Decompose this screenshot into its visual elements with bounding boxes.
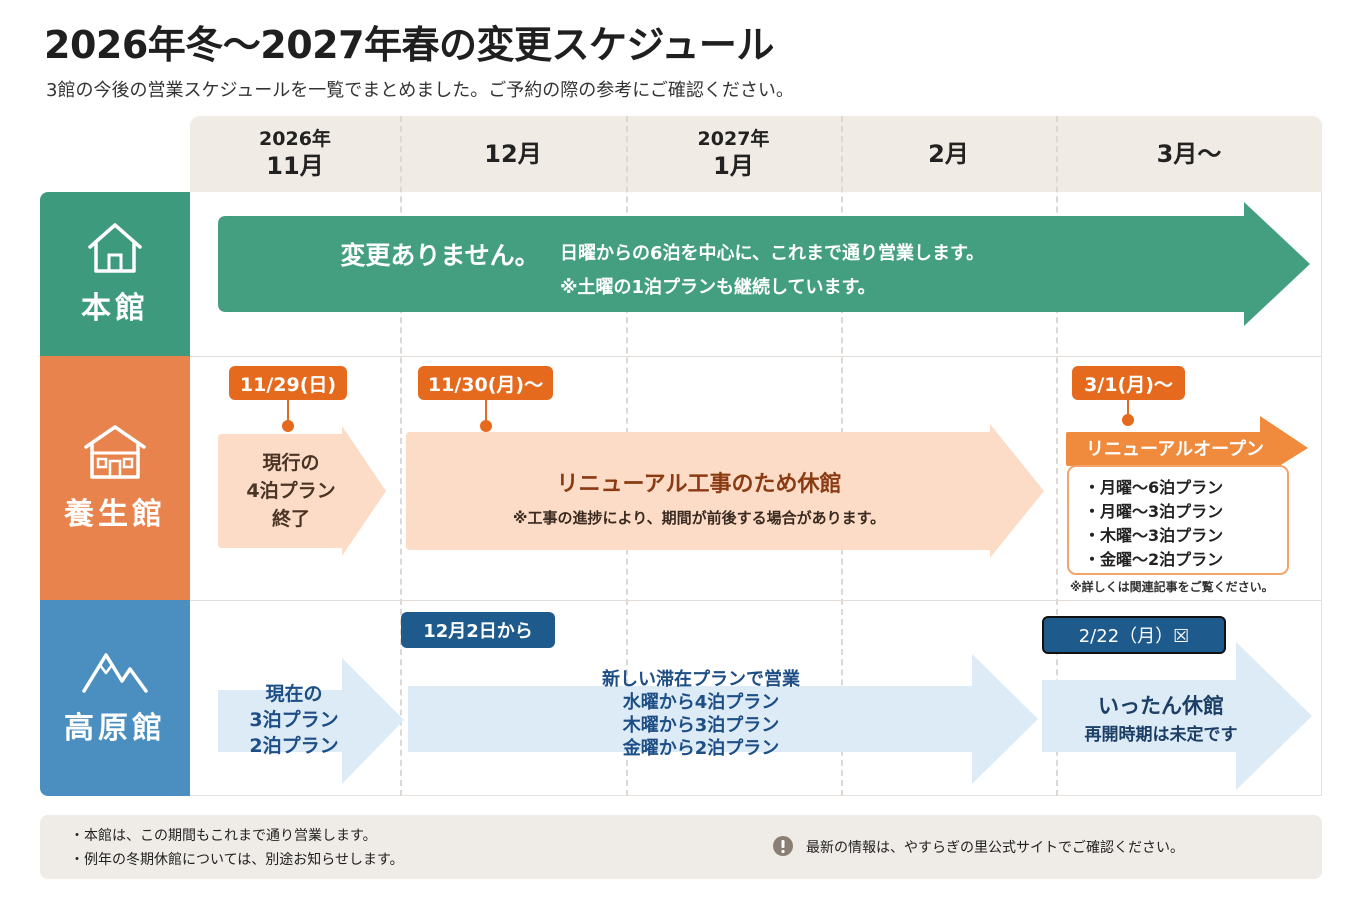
kogenkan-closure-title: いったん休館 xyxy=(1098,694,1224,718)
yojokan-closure-arrow xyxy=(406,424,1044,558)
month-col-jan: 2027年 1月 xyxy=(626,116,841,192)
page-subtitle: 3館の今後の営業スケジュールを一覧でまとめました。ご予約の際の参考にご確認くださ… xyxy=(46,80,794,101)
kogenkan-closure-arrow xyxy=(1042,642,1312,790)
exclamation-icon xyxy=(773,836,793,856)
mountain-icon xyxy=(82,653,148,693)
footer-notes: ・本館は、この期間もこれまで通り営業します。 ・例年の冬期休館については、別途お… xyxy=(40,815,1322,879)
building-icon xyxy=(84,425,146,479)
row-name: 高原館 xyxy=(64,711,166,746)
date-tag-1202: 12月2日から xyxy=(401,612,555,648)
house-icon xyxy=(88,223,142,273)
yojokan-reopen-title: リニューアルオープン xyxy=(1085,439,1265,460)
month-label: 3月〜 xyxy=(1156,140,1222,168)
month-col-mar: 3月〜 xyxy=(1056,116,1322,192)
row-name: 養生館 xyxy=(64,497,166,532)
month-label: 1月 xyxy=(713,152,754,180)
honkan-line1: 日曜からの6泊を中心に、これまで通り営業します。 xyxy=(560,243,985,264)
honkan-line2: ※土曜の1泊プランも継続しています。 xyxy=(560,277,876,298)
row-label-yojokan: 養生館 xyxy=(40,356,190,600)
date-tag-0222: 2/22（月）☒ xyxy=(1042,616,1226,654)
schedule-grid xyxy=(190,192,1322,796)
row-name: 本館 xyxy=(81,291,149,326)
month-col-nov: 2026年 11月 xyxy=(190,116,400,192)
plans-note: ※詳しくは関連記事をご覧ください。 xyxy=(1070,579,1274,594)
month-col-dec: 12月 xyxy=(400,116,626,192)
month-label: 11月 xyxy=(266,152,324,180)
kogenkan-new-plan: 新しい滞在プランで営業 水曜から4泊プラン 木曜から3泊プラン 金曜から2泊プラ… xyxy=(602,669,800,759)
tag-stem xyxy=(287,400,289,422)
plan-item: ・月曜〜3泊プラン xyxy=(1084,502,1224,521)
footer-note-1: ・本館は、この期間もこれまで通り営業します。 xyxy=(70,828,377,844)
year-label: 2027年 xyxy=(697,128,770,150)
date-tag-0301: 3/1(月)〜 xyxy=(1072,366,1185,400)
yojokan-closure-title: リニューアル工事のため休館 xyxy=(556,472,842,497)
grid-divider xyxy=(400,116,402,796)
tag-dot xyxy=(480,420,492,432)
yojokan-end-arrow xyxy=(218,426,386,556)
footer-note-2: ・例年の冬期休館については、別途お知らせします。 xyxy=(70,852,404,868)
date-tag-1129: 11/29(日) xyxy=(229,366,347,400)
row-label-kogenkan: 高原館 xyxy=(40,600,190,796)
date-tag-1130: 11/30(月)〜 xyxy=(418,366,553,400)
grid-divider xyxy=(1056,116,1058,796)
row-divider xyxy=(190,600,1322,601)
year-label: 2026年 xyxy=(259,128,331,150)
tag-stem xyxy=(1127,400,1129,418)
row-label-honkan: 本館 xyxy=(40,192,190,356)
tag-dot xyxy=(282,420,294,432)
page-title: 2026年冬〜2027年春の変更スケジュール xyxy=(44,23,774,67)
kogenkan-new-arrow xyxy=(408,654,1038,784)
plan-item: ・木曜〜3泊プラン xyxy=(1084,526,1224,545)
month-col-feb: 2月 xyxy=(841,116,1056,192)
month-label: 12月 xyxy=(484,140,542,168)
kogenkan-current-plan: 現在の 3泊プラン 2泊プラン xyxy=(249,683,339,757)
yojokan-reopen-arrow xyxy=(1066,416,1308,575)
kogenkan-closure-note: 再開時期は未定です xyxy=(1084,724,1238,745)
row-divider xyxy=(190,356,1322,357)
tag-stem xyxy=(485,400,487,422)
month-label: 2月 xyxy=(928,140,969,168)
tag-dot xyxy=(1122,414,1134,426)
honkan-arrow xyxy=(218,202,1310,326)
honkan-headline: 変更ありません。 xyxy=(340,241,540,270)
yojokan-end-plan: 現行の 4泊プラン 終了 xyxy=(246,452,336,530)
kogenkan-current-arrow xyxy=(218,658,404,784)
yojokan-closure-note: ※工事の進捗により、期間が前後する場合があります。 xyxy=(512,508,886,527)
plan-item: ・金曜〜2泊プラン xyxy=(1084,550,1224,569)
month-header: 2026年 11月 12月 2027年 1月 2月 3月〜 xyxy=(190,116,1322,192)
footer-info: 最新の情報は、やすらぎの里公式サイトでご確認ください。 xyxy=(806,840,1184,856)
plan-item: ・月曜〜6泊プラン xyxy=(1084,478,1224,497)
